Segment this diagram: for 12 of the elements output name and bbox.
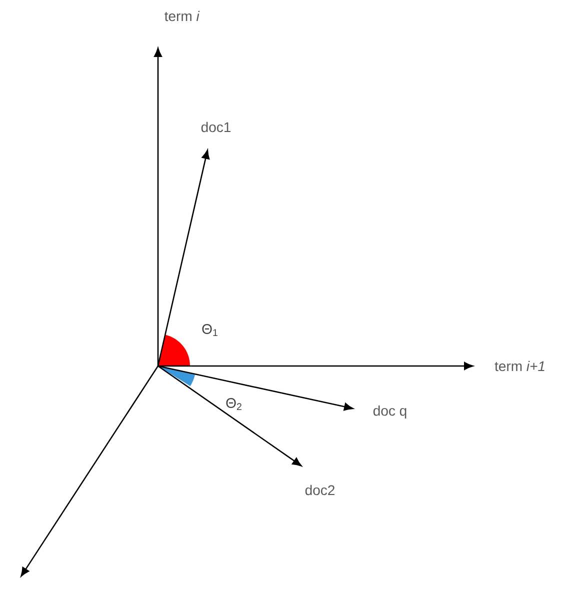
- axis-label: doc1: [201, 122, 230, 132]
- vector-arrow: [157, 150, 210, 366]
- axis-label: doc q: [373, 405, 406, 419]
- axis-label: term i+1: [494, 360, 544, 372]
- vector-arrow: [154, 48, 162, 366]
- angle-label: Θ$_{1}$: [202, 324, 218, 336]
- vector-arrow: [158, 365, 354, 411]
- axis-label: doc2: [305, 484, 334, 496]
- angle-label: Θ$_{2}$: [226, 398, 242, 410]
- vector-arrow: [158, 362, 474, 370]
- vector-arrow: [158, 365, 302, 466]
- axis-label: term i: [164, 10, 200, 22]
